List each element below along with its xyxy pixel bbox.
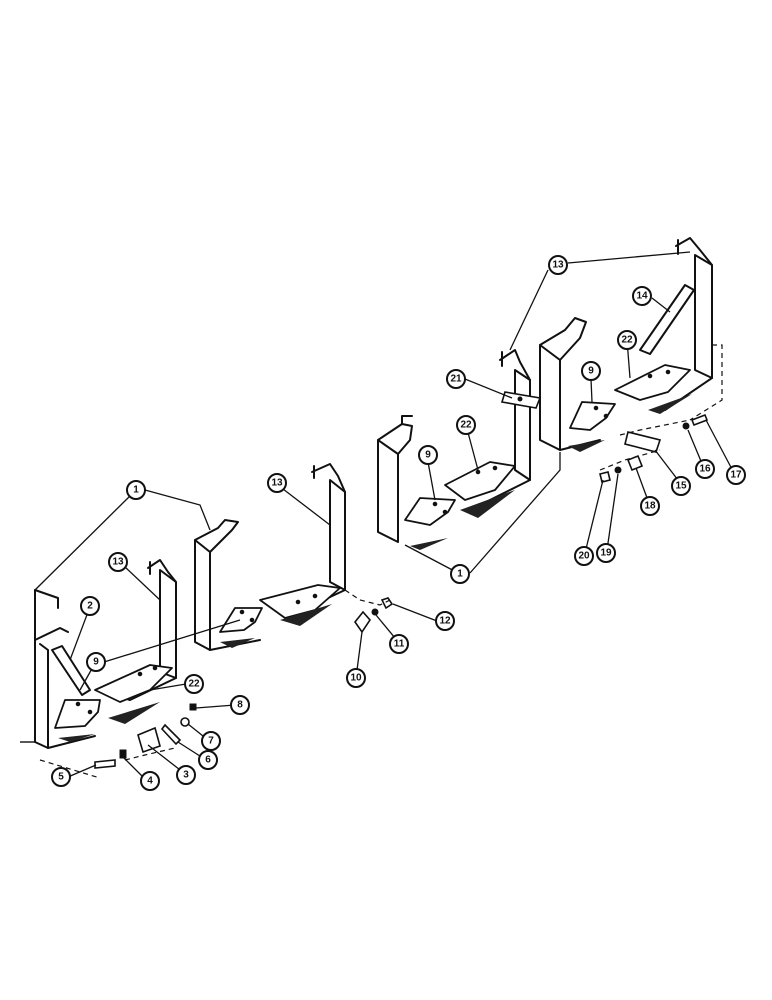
nut-12 — [380, 597, 394, 610]
bolt-18 — [626, 454, 644, 472]
svg-text:9: 9 — [93, 657, 99, 668]
callout-1: 1 — [450, 564, 470, 584]
svg-text:12: 12 — [439, 616, 451, 627]
svg-text:10: 10 — [350, 673, 362, 684]
svg-text:16: 16 — [699, 464, 711, 475]
washer-7 — [180, 717, 190, 727]
svg-text:17: 17 — [730, 470, 742, 481]
callout-8: 8 — [230, 695, 250, 715]
plate-3 — [137, 726, 161, 754]
right-hardware — [599, 344, 723, 483]
callout-9: 9 — [581, 361, 601, 381]
callout-9: 9 — [418, 445, 438, 465]
callout-7: 7 — [201, 731, 221, 751]
svg-text:6: 6 — [205, 755, 211, 766]
washer-11 — [371, 608, 379, 616]
svg-text:2: 2 — [87, 601, 93, 612]
washer-19 — [614, 466, 622, 474]
shank-e — [377, 415, 456, 550]
callout-1: 1 — [126, 480, 146, 500]
svg-text:15: 15 — [675, 481, 687, 492]
callout-22: 22 — [184, 674, 204, 694]
svg-text:21: 21 — [450, 374, 462, 385]
shank-f — [444, 349, 542, 518]
svg-text:1: 1 — [457, 569, 463, 580]
callout-11: 11 — [389, 634, 409, 654]
callout-20: 20 — [574, 546, 594, 566]
callout-14: 14 — [632, 286, 652, 306]
shank-c — [94, 559, 177, 724]
shank-a — [20, 589, 96, 749]
shoe-a — [54, 699, 101, 742]
shank-g — [539, 317, 616, 452]
svg-text:22: 22 — [188, 679, 200, 690]
brace-2 — [51, 645, 91, 696]
callout-12: 12 — [435, 611, 455, 631]
callout-2: 2 — [80, 596, 100, 616]
svg-text:14: 14 — [636, 291, 648, 302]
callout-22: 22 — [617, 330, 637, 350]
svg-text:18: 18 — [644, 501, 656, 512]
callout-13: 13 — [267, 473, 287, 493]
callout-17: 17 — [726, 465, 746, 485]
callout-13: 13 — [108, 552, 128, 572]
callout-22: 22 — [456, 415, 476, 435]
svg-text:20: 20 — [578, 551, 590, 562]
shank-b — [194, 519, 263, 651]
callout-21: 21 — [446, 369, 466, 389]
svg-text:13: 13 — [552, 260, 564, 271]
callout-18: 18 — [640, 496, 660, 516]
callouts: 1 1 2 3 4 5 6 7 8 9 9 9 10 11 12 13 13 1… — [51, 255, 746, 791]
svg-text:9: 9 — [425, 450, 431, 461]
brace-14 — [639, 284, 695, 355]
callout-19: 19 — [596, 543, 616, 563]
nut-8 — [189, 703, 197, 711]
bolt-10 — [354, 610, 372, 634]
leader-lines — [34, 251, 735, 780]
washer-16 — [682, 422, 690, 430]
center-hardware — [344, 589, 394, 634]
callout-3: 3 — [176, 765, 196, 785]
svg-text:9: 9 — [588, 366, 594, 377]
bolt-5 — [94, 759, 116, 769]
svg-text:22: 22 — [460, 420, 472, 431]
callout-4: 4 — [140, 771, 160, 791]
callout-13: 13 — [548, 255, 568, 275]
shank-h — [614, 237, 713, 414]
bolt-17 — [690, 413, 709, 427]
svg-text:5: 5 — [58, 772, 64, 783]
bolt-6 — [160, 723, 182, 746]
right-assembly — [377, 237, 723, 550]
svg-text:13: 13 — [112, 557, 124, 568]
callout-16: 16 — [695, 459, 715, 479]
nut-4 — [119, 749, 127, 759]
svg-text:1: 1 — [133, 485, 139, 496]
nut-20 — [599, 471, 611, 483]
svg-text:13: 13 — [271, 478, 283, 489]
svg-text:3: 3 — [183, 770, 189, 781]
callout-5: 5 — [51, 767, 71, 787]
svg-text:19: 19 — [600, 548, 612, 559]
svg-text:22: 22 — [621, 335, 633, 346]
svg-text:7: 7 — [208, 736, 214, 747]
left-assembly — [20, 463, 394, 779]
callout-9: 9 — [86, 652, 106, 672]
svg-text:8: 8 — [237, 700, 243, 711]
plate-15 — [624, 431, 662, 453]
left-hardware — [39, 703, 197, 779]
callout-15: 15 — [671, 476, 691, 496]
callout-10: 10 — [346, 668, 366, 688]
svg-text:4: 4 — [147, 776, 153, 787]
svg-text:11: 11 — [394, 639, 405, 650]
callout-6: 6 — [198, 750, 218, 770]
shank-d — [259, 463, 346, 626]
